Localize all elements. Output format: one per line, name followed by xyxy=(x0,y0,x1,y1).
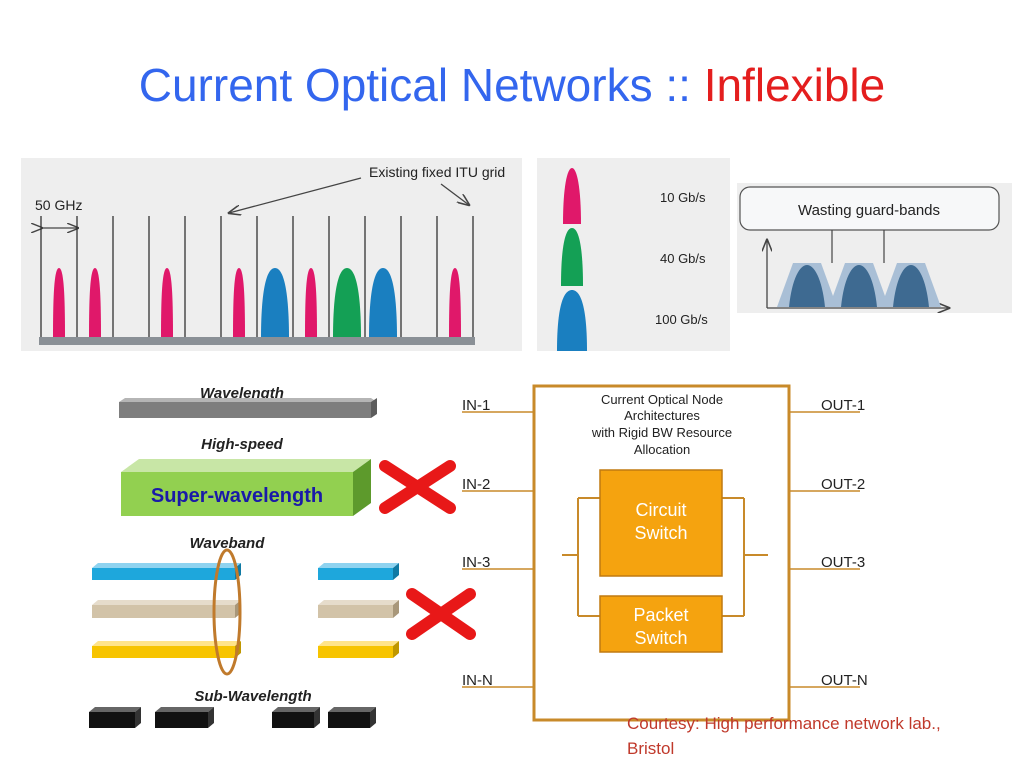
slide-title: Current Optical Networks :: Inflexible xyxy=(0,58,1024,112)
itu-grid-panel: Existing fixed ITU grid 50 GHz xyxy=(21,158,522,351)
input-port-lines xyxy=(462,411,534,688)
guard-band-label: Wasting guard-bands xyxy=(798,202,940,219)
port-out-n: OUT-N xyxy=(821,672,868,689)
waveband-grouping-ellipse xyxy=(212,548,242,676)
node-title-line-3: with Rigid BW Resource xyxy=(591,425,732,440)
wavelength-bar xyxy=(119,398,377,418)
rate-label-100g: 100 Gb/s xyxy=(655,312,708,327)
packet-switch-label-1: Packet xyxy=(633,605,688,625)
cross-mark-superwavelength xyxy=(379,460,456,514)
node-title-line-2: Architectures xyxy=(624,408,700,423)
port-out-2: OUT-2 xyxy=(821,476,865,493)
waveband-bars-right xyxy=(318,563,399,658)
waveband-label: Waveband xyxy=(190,535,266,552)
packet-switch-box xyxy=(599,595,723,653)
guard-band-callout xyxy=(739,186,1000,231)
circuit-switch-box xyxy=(599,469,723,577)
super-wavelength-label: Super-wavelength xyxy=(151,485,323,507)
internal-wiring xyxy=(562,497,768,617)
port-out-1: OUT-1 xyxy=(821,397,865,414)
super-wavelength-block xyxy=(121,459,371,516)
high-speed-label: High-speed xyxy=(201,436,284,453)
port-in-3: IN-3 xyxy=(462,554,490,571)
pulse-10g xyxy=(563,168,581,224)
node-title-line-1: Current Optical Node xyxy=(601,392,723,407)
port-in-n: IN-N xyxy=(462,672,493,689)
pulse-100g xyxy=(557,290,587,351)
rate-label-40g: 40 Gb/s xyxy=(660,251,706,266)
itu-grid-caption: Existing fixed ITU grid xyxy=(369,164,505,180)
grid-lines xyxy=(40,216,474,338)
fiber-baseline xyxy=(39,337,475,345)
circuit-switch-label-1: Circuit xyxy=(635,500,686,520)
courtesy-note: Courtesy: High performance network lab.,… xyxy=(627,714,941,758)
bit-rate-diagram: 10 Gb/s 40 Gb/s 100 Gb/s xyxy=(557,168,708,351)
output-port-lines xyxy=(789,411,860,688)
port-in-1: IN-1 xyxy=(462,397,490,414)
bit-rate-panel: 10 Gb/s 40 Gb/s 100 Gb/s xyxy=(537,158,730,351)
pulse-40g xyxy=(561,228,583,286)
itu-grid-diagram: Existing fixed ITU grid 50 GHz xyxy=(21,164,505,345)
cross-mark-waveband xyxy=(406,588,476,640)
spacing-label: 50 GHz xyxy=(35,197,82,213)
channel-pulses xyxy=(53,268,461,338)
circuit-switch-label-2: Switch xyxy=(634,523,687,543)
caption-arrow-left xyxy=(229,177,362,213)
guard-band-diagram: Wasting guard-bands xyxy=(739,186,1000,313)
packet-switch-label-2: Switch xyxy=(634,628,687,648)
title-accent: Inflexible xyxy=(703,59,886,111)
rate-label-10g: 10 Gb/s xyxy=(660,190,706,205)
port-out-3: OUT-3 xyxy=(821,554,865,571)
node-title-line-4: Allocation xyxy=(634,442,690,457)
guard-band-panel: Wasting guard-bands xyxy=(737,183,1012,313)
guard-band-channels xyxy=(777,263,941,307)
title-main: Current Optical Networks :: xyxy=(138,59,704,111)
port-in-2: IN-2 xyxy=(462,476,490,493)
wavelength-label: Wavelength xyxy=(200,385,284,402)
waveband-bars-left xyxy=(92,563,241,658)
sub-wavelength-blocks xyxy=(89,707,376,728)
sub-wavelength-label: Sub-Wavelength xyxy=(194,688,311,705)
caption-arrow-right xyxy=(440,183,469,205)
